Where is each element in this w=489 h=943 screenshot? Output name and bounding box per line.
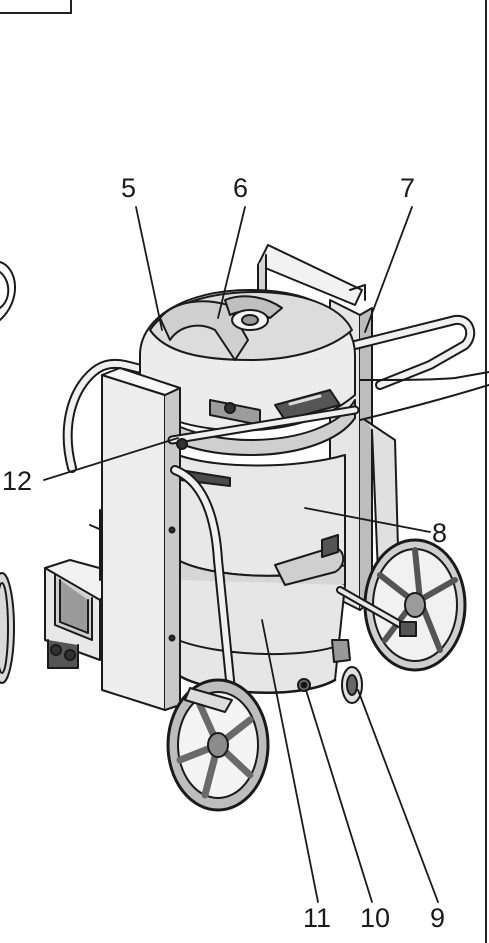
callout-leaders xyxy=(43,206,439,903)
hose-handle-tube xyxy=(167,405,360,705)
leader-10 xyxy=(305,689,373,903)
callout-6: 6 xyxy=(233,173,249,203)
leader-6 xyxy=(217,206,246,319)
callout-10: 10 xyxy=(360,903,391,933)
right-rear-wheel xyxy=(336,538,467,672)
caster-wheel xyxy=(331,639,363,704)
callout-12: 12 xyxy=(2,466,33,496)
callout-5: 5 xyxy=(121,173,137,203)
leader-7 xyxy=(364,206,413,333)
frame-top-left xyxy=(0,0,72,14)
frame-right-edge xyxy=(485,0,487,943)
callout-9: 9 xyxy=(430,903,446,933)
rear-handle-tube xyxy=(62,358,170,473)
leader-12 xyxy=(43,437,179,481)
callout-11: 11 xyxy=(303,903,332,933)
front-left-wheel xyxy=(166,678,270,812)
leader-11 xyxy=(261,619,319,903)
leader-5 xyxy=(135,206,163,331)
leader-9 xyxy=(357,689,439,903)
front-panel xyxy=(101,367,181,711)
leader-8 xyxy=(304,507,431,533)
callout-8: 8 xyxy=(432,518,448,548)
left-edge-machine-fragment xyxy=(0,261,16,684)
callout-7: 7 xyxy=(400,173,416,203)
vacuum-head xyxy=(139,289,356,456)
